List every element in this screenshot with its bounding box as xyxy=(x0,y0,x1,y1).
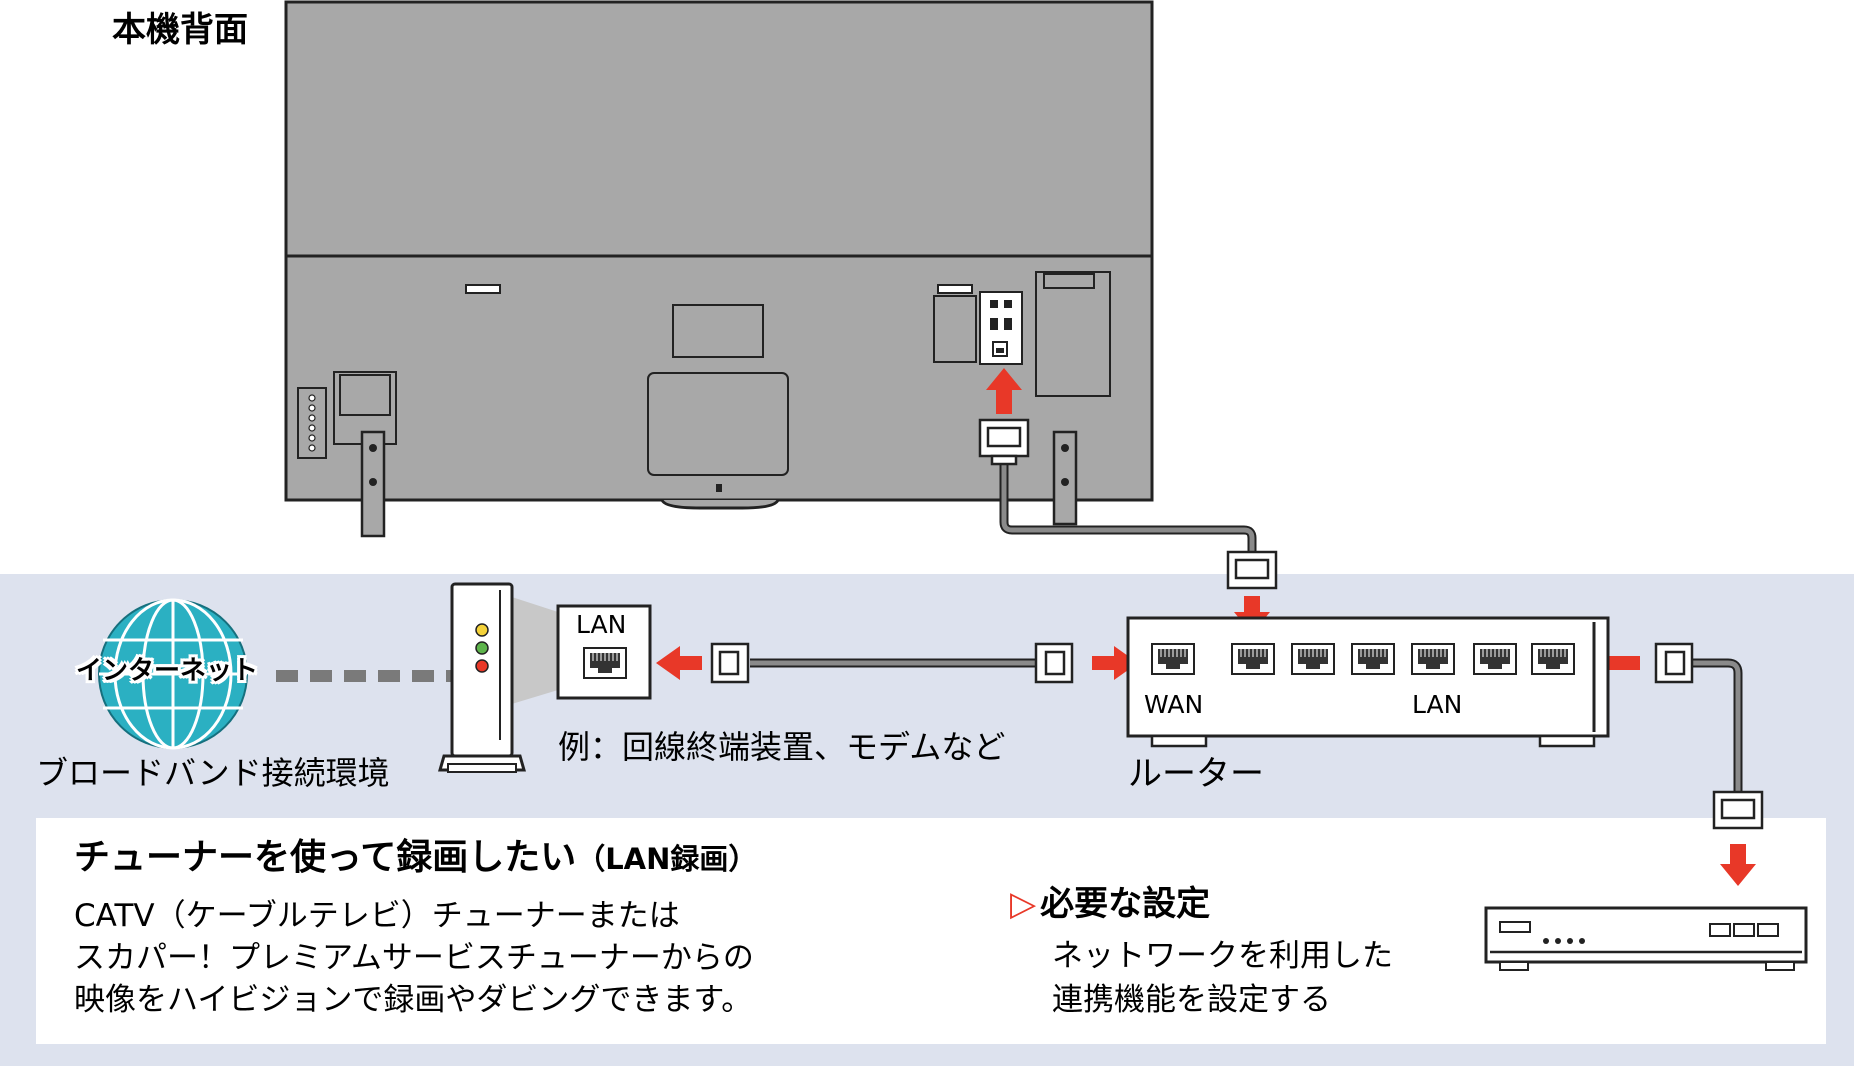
info-desc-line-1: CATV（ケーブルテレビ）チューナーまたは xyxy=(74,898,680,934)
info-title-sub: （LAN録画） xyxy=(576,842,758,876)
lan-cables xyxy=(750,456,1743,792)
info-title: チューナーを使って録画したい（LAN録画） xyxy=(74,836,757,879)
router-wan-label: WAN xyxy=(1144,690,1204,719)
info-desc-line-3: 映像をハイビジョンで録画やダビングできます。 xyxy=(74,982,753,1018)
internet-label: インターネット xyxy=(76,656,259,686)
settings-heading: ▷必要な設定 xyxy=(1010,884,1210,925)
modem-device xyxy=(438,582,652,773)
router-device xyxy=(1126,616,1610,748)
modem-port-label: LAN xyxy=(576,610,627,639)
info-title-main: チューナーを使って録画したい xyxy=(74,837,577,878)
router-label: ルーター xyxy=(1128,754,1264,794)
rear-view-label: 本機背面 xyxy=(112,10,248,50)
cable-plugs xyxy=(710,418,1764,830)
settings-heading-text: 必要な設定 xyxy=(1040,884,1211,924)
router-lan-label: LAN xyxy=(1412,690,1463,719)
settings-desc-line-1: ネットワークを利用した xyxy=(1052,938,1393,974)
tv-rear xyxy=(284,0,1154,538)
broadband-line xyxy=(276,670,452,682)
info-desc-line-2: スカパー！プレミアムサービスチューナーからの xyxy=(74,940,754,976)
broadband-label: ブロードバンド接続環境 xyxy=(36,754,390,792)
modem-example-label: 例：回線終端装置、モデムなど xyxy=(558,728,1006,766)
settings-desc-line-2: 連携機能を設定する xyxy=(1052,982,1331,1018)
tuner-device xyxy=(1484,906,1808,971)
globe-icon xyxy=(98,598,248,750)
settings-marker-icon: ▷ xyxy=(1010,884,1037,924)
